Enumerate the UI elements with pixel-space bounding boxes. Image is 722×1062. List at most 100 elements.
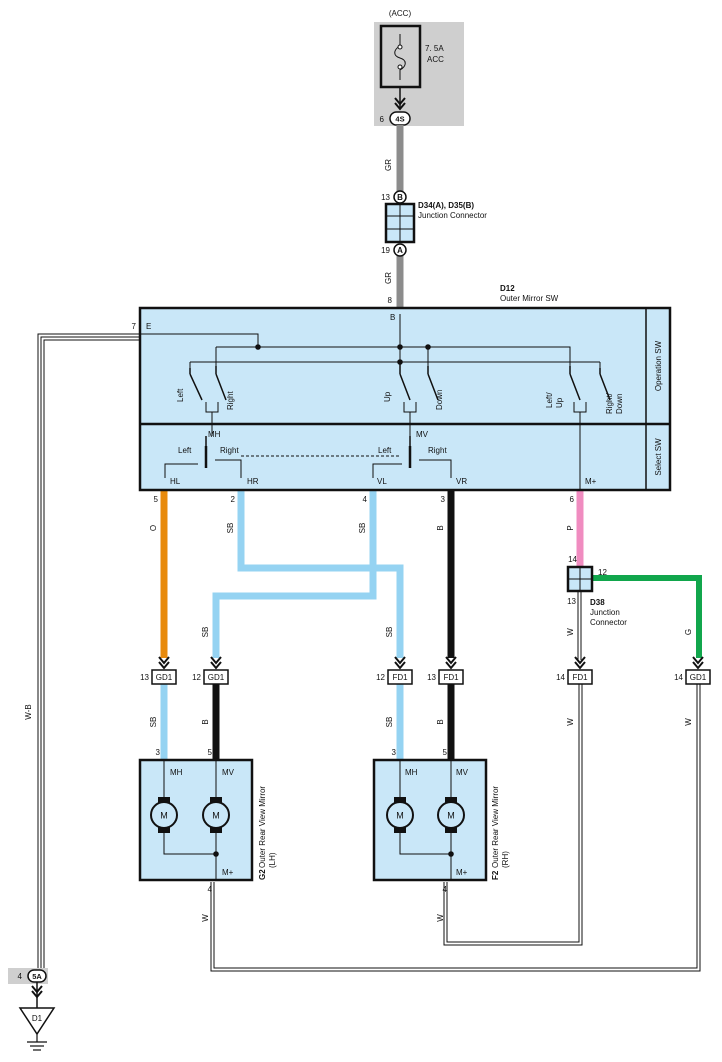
wire-label-b-f2: B [436,719,445,724]
wire-w-gd1-g2 [210,684,701,972]
connector-gd1-12: GD1 12 [192,656,229,685]
fuse-lead-arrow-icon [394,97,406,111]
terminal-pin-hr: 2 [231,495,236,504]
junction-d34-pin-a [393,243,407,257]
op-label-left-up: Left/Up [545,392,564,408]
connector-arrow-icon [445,656,457,670]
terminal-pin-vl: 4 [363,495,368,504]
outer-mirror-switch: D12 Outer Mirror SW 8 Operation SW Selec… [132,284,672,504]
junction-d34-top-pin: 13 [381,193,390,202]
mirror-lh-motor-v: M [212,811,220,821]
connector-gd1-14: GD1 14 [674,656,711,685]
operation-contacts [205,402,587,490]
connector-pin: 14 [674,673,683,682]
motor-icon: M [150,797,178,833]
connector-pin: 14 [556,673,565,682]
connector-body [438,669,464,685]
wire-label-o: O [149,525,158,531]
fuse-block: (ACC) 7. 5A ACC 4S 6 [374,9,464,126]
mirror-lh-motor-h: M [160,811,168,821]
connector-pin: 13 [427,673,436,682]
op-label-up: Up [383,391,392,402]
connector-body [151,669,177,685]
connector-name: GD1 [690,673,707,682]
wire-label-sb-gd1: SB [201,627,210,638]
ground-connector-pin: 4 [18,972,23,981]
junction-d34-bottom-pin: 19 [381,246,390,255]
junction-d34-pin-b-label: B [397,193,403,202]
op-label-right: Right [226,391,235,410]
junction-d38-code: D38 [590,598,605,607]
op-label-down: Down [435,390,444,410]
mirror-lh-wiring [163,760,219,880]
connector-name: FD1 [572,673,588,682]
mirror-rh-motor-h: M [396,811,404,821]
ground-connector-label: 5A [32,972,42,981]
wire-label-w-d38: W [566,628,575,636]
wire-color-labels: GR GR O SB SB B P SB SB W G SB B SB B W … [24,159,693,922]
mirror-rh-pin-mplus: 4 [443,885,448,894]
wire-label-sb-g2: SB [149,717,158,728]
connector-fd1-13: FD1 13 [427,656,464,685]
sel-label-mv: MV [416,430,429,439]
sel-label-right-1: Right [220,446,239,455]
wire-label-b-g2: B [201,719,210,724]
connector-name: GD1 [208,673,225,682]
mirror-lh-mv: MV [222,768,235,777]
terminal-vl: VL [377,477,387,486]
terminal-hr: HR [247,477,259,486]
terminal-pin-mplus: 6 [570,495,575,504]
wire-label-b-vr: B [436,525,445,530]
wire-label-w-f2: W [436,914,445,922]
switch-label-b: B [390,313,395,322]
switch-code: D12 [500,284,515,293]
terminal-pin-hl: 5 [154,495,159,504]
sel-label-right-2: Right [428,446,447,455]
ground-icon [27,1034,47,1051]
operation-switches [189,362,611,401]
mirror-lh-mplus: M+ [222,868,234,877]
mirror-rh-wiring [399,760,454,880]
switch-name: Outer Mirror SW [500,294,559,303]
mirror-rh-mh: MH [405,768,418,777]
junction-d34: B 13 A 19 D34(A), D35(B) Junction Connec… [381,190,487,257]
connector-fd1-14: FD1 14 [556,656,593,685]
wire-label-sb-f2: SB [385,717,394,728]
connector-arrow-icon [158,656,170,670]
connector-4s-pin: 6 [380,115,385,124]
mirror-rh: 3 5 MH MV M+ M M 4 F2 Outer Rear View Mi… [372,748,510,894]
motor-icon: M [202,797,230,833]
connector-pin: 12 [192,673,201,682]
mirror-lh-code: G2 [258,869,267,880]
wire-sb-hr [237,490,404,658]
op-label-right-down: Right/Down [605,392,624,414]
junction-d34-pin-a-label: A [397,246,403,255]
wire-label-p: P [566,525,575,530]
connector-4s-label: 4S [395,115,404,124]
wire-label-gr-1: GR [384,159,393,171]
select-sw-label: Select SW [654,438,663,476]
fuse-name: ACC [427,55,444,64]
connector-arrow-icon [574,656,586,670]
connector-name: FD1 [392,673,408,682]
mirror-lh: 3 5 MH MV M+ M M 4 G2 Outer Rear View Mi… [138,748,277,894]
wire-sb-vl [212,490,377,658]
op-label-left: Left [176,388,185,402]
wire-w-fd1-f2 [443,684,583,946]
fuse-top-label: (ACC) [389,9,412,18]
operation-sw-label: Operation SW [654,340,663,391]
ground-name: D1 [32,1014,43,1023]
wire-label-gr-2: GR [384,272,393,284]
connector-name: FD1 [443,673,459,682]
mirror-rh-mv: MV [456,768,469,777]
wire-label-sb-fd1: SB [385,627,394,638]
wire-label-g-d38: G [684,629,693,635]
fuse-element-icon [394,34,406,80]
wire-w-d38 [577,591,582,660]
switch-pin-e: 7 [132,322,137,331]
